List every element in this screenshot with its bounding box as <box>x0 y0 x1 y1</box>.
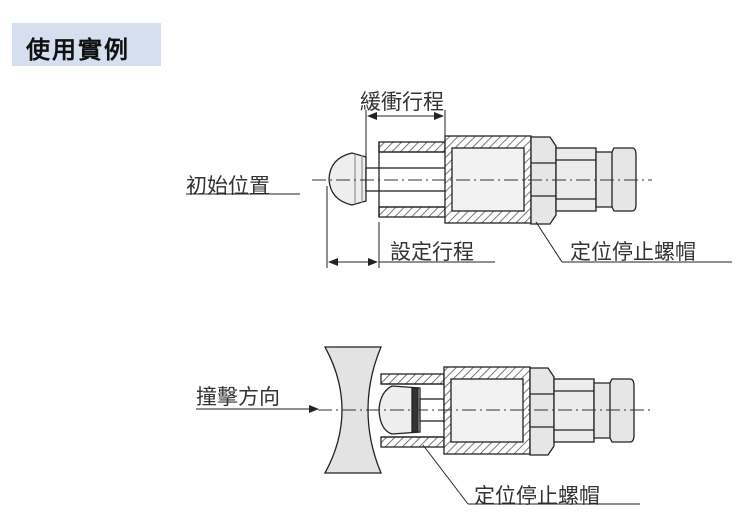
setting-stroke-label: 設定行程 <box>390 240 474 264</box>
section-title-box: 使用實例 <box>12 23 161 66</box>
cap-1 <box>328 152 367 206</box>
dimensions-2 <box>196 405 640 505</box>
sleeve-top-2 <box>380 373 445 385</box>
sleeve-bottom-1 <box>378 206 446 218</box>
rear-end-1 <box>595 147 637 212</box>
lock-nut-2 <box>529 367 555 456</box>
sleeve-top-1 <box>378 141 446 153</box>
lock-nut-label-1: 定位停止螺帽 <box>570 240 696 264</box>
buffer-stroke-label: 緩衝行程 <box>360 90 444 114</box>
impact-direction-label: 撞擊方向 <box>196 385 280 409</box>
dimensions-1 <box>186 110 732 268</box>
section-title: 使用實例 <box>26 36 130 64</box>
sleeve-bottom-2 <box>380 436 445 448</box>
lock-nut-1 <box>530 136 557 225</box>
